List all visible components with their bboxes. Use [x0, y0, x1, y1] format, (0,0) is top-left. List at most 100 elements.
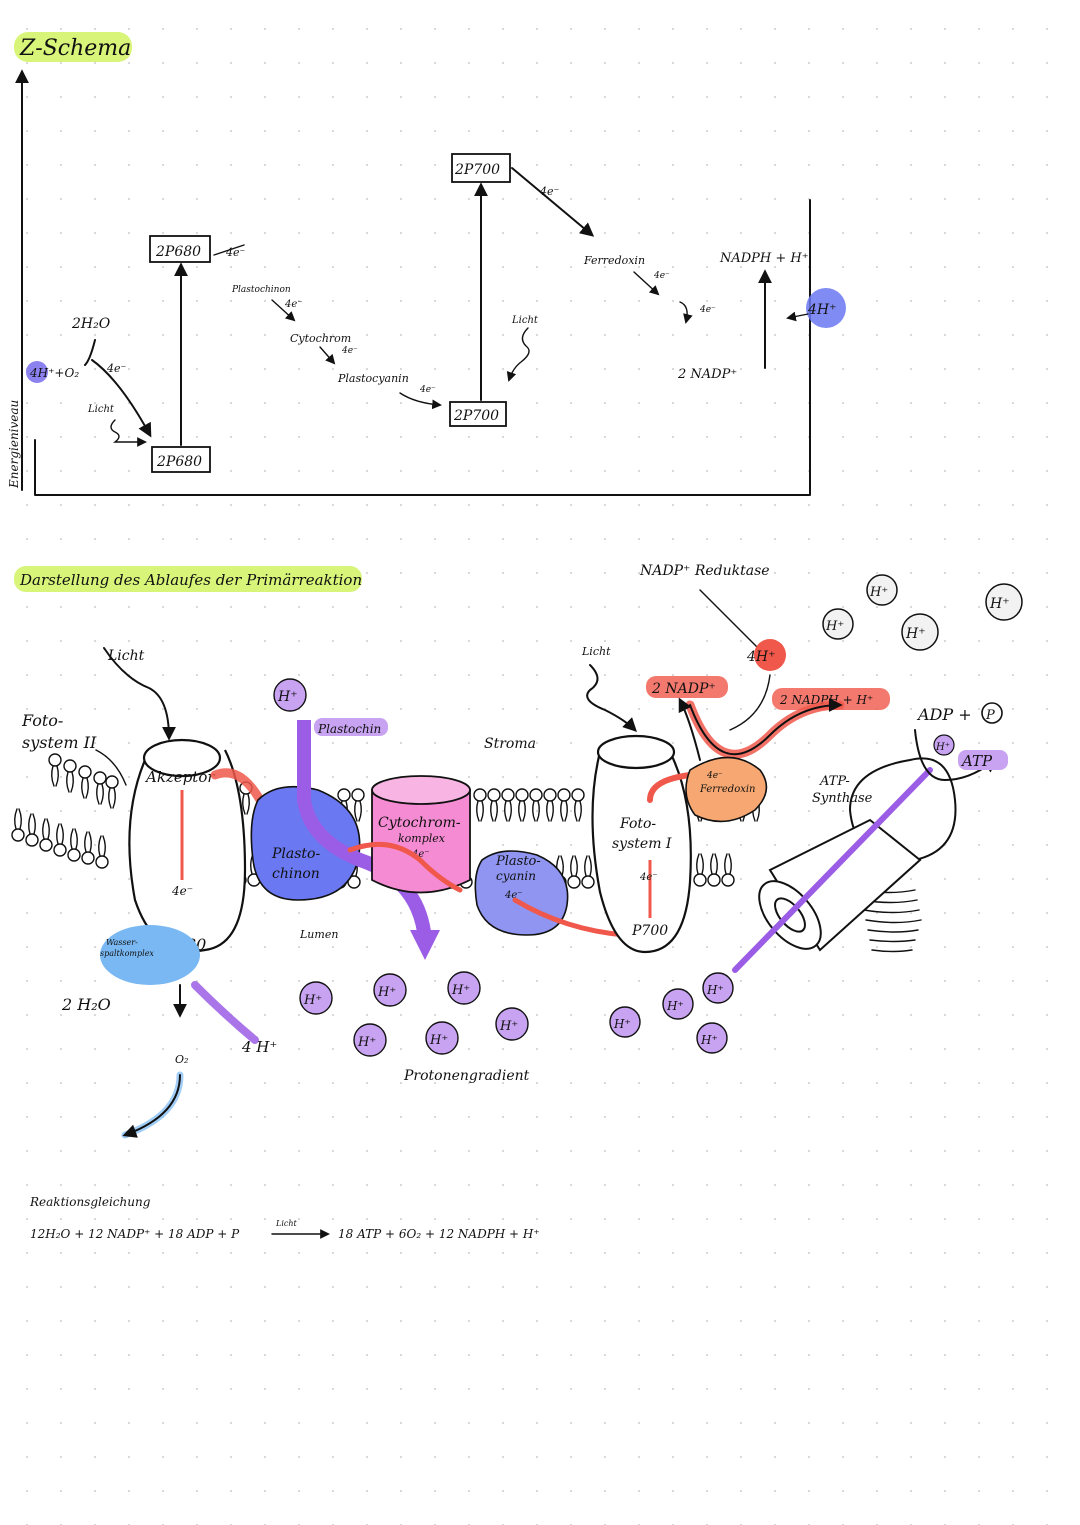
p700-low: 2P700	[453, 408, 499, 424]
cytochrom-label: Cytochrom	[290, 332, 351, 345]
water-label: 2 H₂O	[61, 995, 111, 1014]
e-label-2: 4e⁻	[284, 299, 303, 310]
e-label-5: 4e⁻	[539, 185, 560, 198]
ps1-line2: system I	[612, 836, 672, 852]
plastochin-highlight	[314, 718, 388, 736]
e-label-7: 4e⁻	[699, 305, 716, 315]
pc-e: 4e⁻	[504, 890, 523, 901]
reaction-equation: Reaktionsgleichung 12H₂O + 12 NADP⁺ + 18…	[29, 1195, 540, 1241]
nadp-highlight	[646, 676, 728, 698]
reaction-left: 12H₂O + 12 NADP⁺ + 18 ADP + P	[30, 1227, 240, 1241]
zschema-title: Z-Schema	[19, 36, 131, 61]
plastocyanin-line2: cyanin	[496, 869, 536, 883]
light-label-1: Licht	[87, 404, 115, 415]
atp-curve-arrow	[914, 729, 998, 781]
h-plus-label: 4H⁺	[807, 302, 837, 318]
svg-text:H⁺: H⁺	[451, 983, 470, 998]
ferredoxin-label: Ferredoxin	[699, 784, 756, 795]
phosphate-label: P	[985, 708, 995, 723]
light-label-2: Licht	[511, 315, 539, 326]
h-ion-top-label: H⁺	[277, 689, 298, 705]
atp-highlight	[958, 750, 1008, 770]
arrow-p700-fd	[511, 167, 595, 237]
plastochinon-body	[250, 785, 361, 901]
water-split-arrow	[84, 339, 150, 435]
arrow-pc-p700	[399, 392, 442, 410]
nadp-curve	[689, 698, 843, 756]
svg-text:H⁺: H⁺	[357, 1035, 376, 1050]
h-to-curve	[729, 674, 771, 731]
reaction-title: Reaktionsgleichung	[29, 1195, 151, 1209]
water-split-complex	[100, 925, 200, 985]
cytochrom-body	[371, 789, 471, 894]
e-label-6: 4e⁻	[653, 271, 670, 281]
phosphate-circle	[981, 702, 1003, 724]
h-ion-top	[273, 678, 307, 712]
plastochinon-line1: Plasto-	[271, 846, 320, 862]
p680-low-box	[151, 446, 211, 473]
gradient-label: Protonengradient	[403, 1068, 530, 1084]
stroma-h-ions: H⁺ H⁺ H⁺ H⁺	[822, 574, 1023, 651]
svg-text:H⁺: H⁺	[700, 1033, 718, 1047]
svg-text:H⁺: H⁺	[905, 626, 926, 642]
ps2-top	[142, 738, 222, 778]
light-arrow-1	[110, 419, 147, 447]
nadp-curve-red	[685, 700, 845, 759]
h4-label: 4 H⁺	[241, 1038, 277, 1056]
light-ps2-label: Licht	[107, 648, 145, 664]
baseline	[34, 199, 811, 496]
o2-blue-path	[121, 1071, 184, 1139]
adp-label: ADP +	[916, 705, 972, 724]
svg-text:H⁺: H⁺	[499, 1019, 518, 1034]
ferredoxin-up-arrow	[678, 697, 701, 761]
cyt-e: 4e⁻	[411, 849, 430, 860]
arrow-to-nadp	[679, 301, 693, 324]
p680-high-box	[149, 235, 211, 263]
primary-reaction: Darstellung des Ablaufes der Primärreakt…	[11, 563, 1023, 1139]
nadp-label: 2 NADP⁺	[677, 367, 737, 382]
light-ps1-arrow	[586, 664, 637, 732]
ps1-e: 4e⁻	[639, 872, 658, 883]
svg-text:H⁺: H⁺	[666, 999, 684, 1013]
light-ps1-label: Licht	[581, 645, 611, 658]
o2-out-arrow	[122, 1074, 181, 1138]
ferredoxin-body	[685, 756, 768, 823]
reaction-right: 18 ATP + 6O₂ + 12 NADPH + H⁺	[338, 1227, 540, 1241]
nadp-label: 2 NADP⁺	[651, 681, 716, 697]
zschema: Z-Schema Energieniveau 2H₂O 4H⁺+O₂ 4e⁻ L…	[7, 32, 846, 496]
p700-label: P700	[631, 923, 668, 939]
plastocyanin-line1: Plasto-	[495, 854, 541, 869]
nadph-label: 2 NADPH + H⁺	[779, 693, 873, 707]
ferredoxin-label: Ferredoxin	[583, 254, 645, 267]
cytochrom-top	[371, 775, 471, 805]
svg-text:H⁺: H⁺	[377, 985, 396, 1000]
plastochinon-label: Plastochinon	[231, 285, 291, 295]
akzeptor-label: Akzeptor	[144, 768, 215, 786]
wasser-line2: spaltkomplex	[100, 949, 154, 958]
reaction-over-arrow: Licht	[275, 1219, 298, 1228]
p680-out-line	[213, 244, 245, 256]
membrane-right	[859, 889, 922, 953]
light-ps2-arrow	[103, 647, 176, 741]
p700-high-box	[451, 153, 511, 183]
proton-path-head	[410, 930, 440, 960]
primary-title-highlight	[14, 566, 362, 592]
cytochrom-line2: komplex	[398, 832, 446, 845]
svg-text:H⁺: H⁺	[989, 596, 1010, 612]
p700-low-box	[449, 401, 507, 427]
title-highlight	[14, 32, 132, 62]
oxygen-label: 4H⁺+O₂	[29, 366, 79, 380]
o2-label: O₂	[175, 1053, 188, 1066]
e-label-4: 4e⁻	[419, 385, 436, 395]
pc-red-path	[512, 897, 628, 938]
plastochin-label: Plastochin	[317, 722, 381, 736]
proton-path-purple	[297, 720, 432, 941]
h-release-purple	[191, 981, 259, 1044]
h-ion-atp-label: H⁺	[935, 742, 950, 753]
water-label: 2H₂O	[71, 316, 111, 332]
h-ion-atp	[933, 734, 955, 756]
primary-title: Darstellung des Ablaufes der Primärreakt…	[19, 571, 362, 589]
arrow-cyt-pc	[319, 346, 336, 365]
nadp-reductase-pointer	[699, 589, 761, 651]
ps1-top	[596, 734, 676, 770]
